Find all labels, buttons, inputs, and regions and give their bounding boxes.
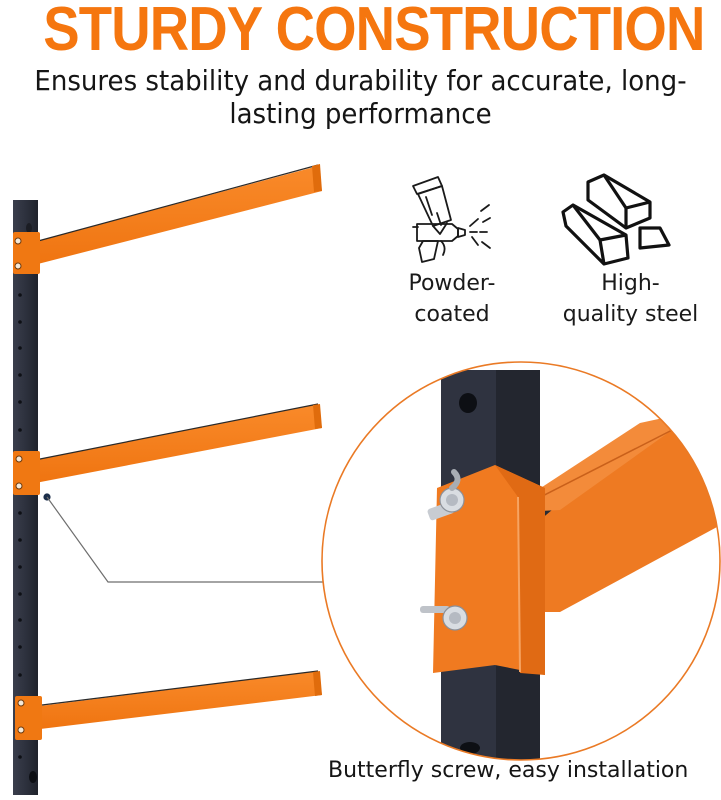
feature-powder-coated: Powder- coated <box>382 268 522 330</box>
callout-pointer <box>43 493 326 583</box>
upright-pole <box>13 200 38 795</box>
subheadline: Ensures stability and durability for acc… <box>25 64 696 130</box>
wing-nut-lower <box>420 605 468 631</box>
rack-arm-top <box>13 164 322 274</box>
rack-arm-bottom <box>15 670 322 740</box>
detail-zoom-circle <box>321 361 721 761</box>
feature-powder-coated-line2: coated <box>414 302 490 327</box>
detail-caption: Butterfly screw, easy installation <box>328 758 689 783</box>
feature-steel-line2: quality steel <box>562 302 699 327</box>
feature-steel-line1: High- <box>601 271 660 296</box>
feature-powder-coated-line1: Powder- <box>408 271 496 296</box>
feature-high-quality-steel: High- quality steel <box>548 268 713 330</box>
headline: STURDY CONSTRUCTION <box>43 0 705 64</box>
rack-arm-middle <box>13 403 322 495</box>
steel-bars-icon <box>561 173 671 266</box>
spray-gun-icon <box>412 176 491 263</box>
subheadline-text: Ensures stability and durability for acc… <box>34 64 687 130</box>
wing-nut-upper <box>427 469 465 521</box>
